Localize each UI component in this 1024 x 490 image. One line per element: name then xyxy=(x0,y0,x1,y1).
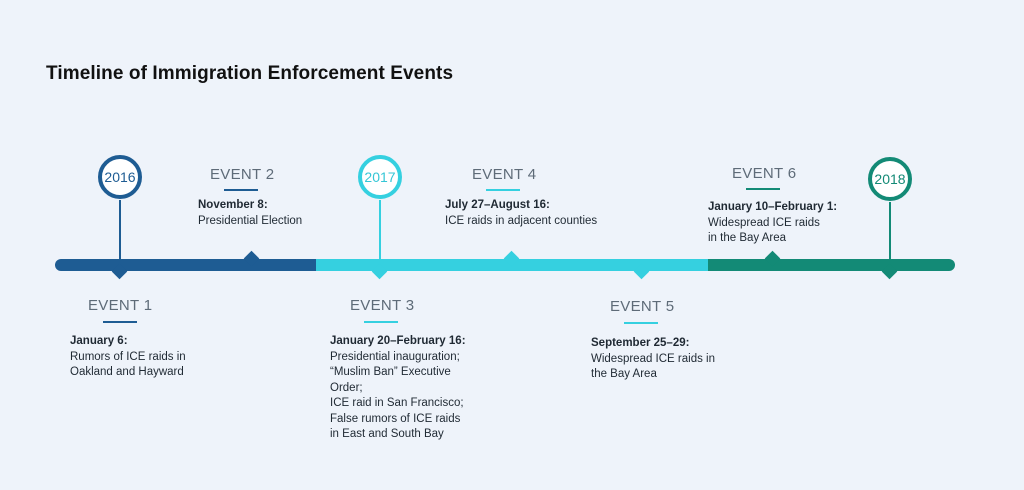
event-text: Presidential Election xyxy=(198,214,303,227)
timeline-segment-2018 xyxy=(708,259,955,271)
year-label: 2016 xyxy=(104,169,136,185)
event-text: Presidential inauguration; xyxy=(330,350,460,363)
event-4-label: EVENT 4 xyxy=(472,166,537,183)
event-6-label: EVENT 6 xyxy=(732,165,797,182)
event-text: ICE raid in San Francisco; xyxy=(330,397,464,409)
event-date: September 25–29: xyxy=(591,337,690,349)
event-date: January 6: xyxy=(70,335,128,347)
event-date: January 20–February 16: xyxy=(330,335,466,347)
year-label: 2018 xyxy=(874,171,906,187)
event-6-rule xyxy=(746,188,780,190)
event-text: Oakland and Hayward xyxy=(70,366,184,378)
event-date: November 8: xyxy=(198,199,268,211)
event-text: False rumors of ICE raids xyxy=(330,412,461,425)
event-text: Rumors of ICE raids in xyxy=(70,350,186,363)
year-2017-circle: 2017 xyxy=(358,155,402,199)
year-2018-circle: 2018 xyxy=(868,157,912,201)
event-text: Widespread ICE raids xyxy=(708,216,820,229)
event-5-label: EVENT 5 xyxy=(610,298,675,315)
year-label: 2017 xyxy=(364,169,396,185)
event-text: in the Bay Area xyxy=(708,232,786,244)
event-5-rule xyxy=(624,322,658,324)
event-date: July 27–August 16: xyxy=(445,199,550,211)
event-1-description: January 6: Rumors of ICE raids in Oaklan… xyxy=(70,334,240,381)
event-text: Order; xyxy=(330,381,363,394)
year-2017-stem xyxy=(379,200,381,264)
event-text: the Bay Area xyxy=(591,368,657,380)
event-2-label: EVENT 2 xyxy=(210,166,275,183)
event-1-rule xyxy=(103,321,137,323)
event-2-description: November 8: Presidential Election xyxy=(198,198,348,229)
event-5-description: September 25–29: Widespread ICE raids in… xyxy=(591,336,761,383)
event-6-description: January 10–February 1: Widespread ICE ra… xyxy=(708,200,868,247)
event-text: in East and South Bay xyxy=(330,428,444,440)
event-3-description: January 20–February 16: Presidential ina… xyxy=(330,334,520,443)
event-4-rule xyxy=(486,189,520,191)
event-3-label: EVENT 3 xyxy=(350,297,415,314)
page-title: Timeline of Immigration Enforcement Even… xyxy=(46,63,454,84)
event-date: January 10–February 1: xyxy=(708,201,838,213)
year-2016-stem xyxy=(119,200,121,264)
event-1-label: EVENT 1 xyxy=(88,297,153,314)
event-text: ICE raids in adjacent counties xyxy=(445,214,598,227)
year-2018-stem xyxy=(889,202,891,264)
event-3-rule xyxy=(364,321,398,323)
event-4-description: July 27–August 16: ICE raids in adjacent… xyxy=(445,198,645,229)
year-2016-circle: 2016 xyxy=(98,155,142,199)
event-text: “Muslim Ban” Executive xyxy=(330,366,451,378)
event-2-rule xyxy=(224,189,258,191)
timeline-segment-2016 xyxy=(55,259,317,271)
event-text: Widespread ICE raids in xyxy=(591,352,715,365)
